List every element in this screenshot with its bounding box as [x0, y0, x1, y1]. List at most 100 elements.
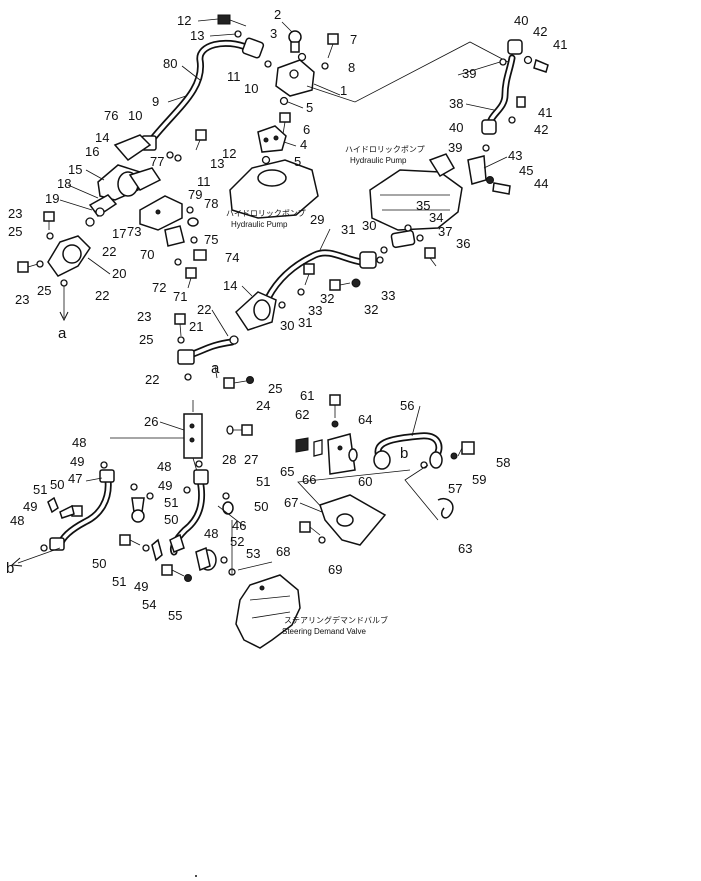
callout-50d: 50	[92, 556, 106, 571]
connector-b-right: b	[400, 445, 408, 462]
callout-41b: 41	[538, 105, 552, 120]
callout-13: 13	[190, 28, 204, 43]
callout-3: 3	[270, 26, 277, 41]
callout-61: 61	[300, 388, 314, 403]
callout-8: 8	[348, 60, 355, 75]
callout-60: 60	[358, 474, 372, 489]
callout-14b: 14	[223, 278, 237, 293]
callout-16: 16	[85, 144, 99, 159]
valve-label-en: Steering Demand Valve	[282, 627, 366, 636]
callout-38: 38	[449, 96, 463, 111]
block-26	[110, 400, 253, 479]
flange-4	[257, 96, 291, 165]
callout-25c: 25	[139, 332, 153, 347]
callout-64: 64	[358, 412, 372, 427]
callout-62: 62	[295, 407, 309, 422]
callout-4: 4	[300, 137, 307, 152]
callout-40: 40	[514, 13, 528, 28]
pipe-21	[174, 313, 254, 389]
callout-30b: 30	[280, 318, 294, 333]
callout-67: 67	[284, 495, 298, 510]
callout-11: 11	[227, 69, 241, 84]
valve-label-ja: ステアリングデマンドバルブ	[284, 615, 388, 625]
callout-35: 35	[416, 198, 430, 213]
callout-10: 10	[244, 81, 258, 96]
hydraulic-pump-mid	[229, 159, 319, 219]
callout-50b: 50	[164, 512, 178, 527]
callout-17: 17	[112, 226, 126, 241]
callout-22d: 22	[145, 372, 159, 387]
callout-51b: 51	[164, 495, 178, 510]
callout-51c: 51	[256, 474, 270, 489]
callout-48c: 48	[10, 513, 24, 528]
callout-49d: 49	[134, 579, 148, 594]
callout-51d: 51	[112, 574, 126, 589]
callout-25d: 25	[268, 381, 282, 396]
connector-a-left: a	[58, 325, 67, 342]
callout-68: 68	[276, 544, 290, 559]
callout-65: 65	[280, 464, 294, 479]
callout-51: 51	[33, 482, 47, 497]
callout-63: 63	[458, 541, 472, 556]
callout-41: 41	[553, 37, 567, 52]
bottom-fittings	[119, 520, 273, 582]
callout-77: 77	[150, 154, 164, 169]
callout-32b: 32	[364, 302, 378, 317]
callout-5b: 5	[294, 154, 301, 169]
callout-24: 24	[256, 398, 270, 413]
pump-top-label-ja: ハイドロリックポンプ	[345, 145, 425, 154]
pipe-38	[481, 39, 549, 152]
steering-demand-valve	[235, 574, 301, 649]
callout-48: 48	[72, 435, 86, 450]
block-1	[264, 30, 339, 97]
callout-29: 29	[310, 212, 324, 227]
callout-37: 37	[438, 224, 452, 239]
callout-7: 7	[350, 32, 357, 47]
callout-56: 56	[400, 398, 414, 413]
callout-42b: 42	[534, 122, 548, 137]
callout-12b: 12	[222, 146, 236, 161]
parts-artwork	[10, 14, 549, 877]
callout-71: 71	[173, 289, 187, 304]
callout-69: 69	[328, 562, 342, 577]
callout-11b: 11	[197, 174, 211, 189]
callout-46: 46	[232, 518, 246, 533]
callout-50c: 50	[254, 499, 268, 514]
flange-43	[467, 155, 511, 195]
callout-30: 30	[362, 218, 376, 233]
callout-5: 5	[306, 100, 313, 115]
callout-73: 73	[127, 224, 141, 239]
callout-14: 14	[95, 130, 109, 145]
callout-58: 58	[496, 455, 510, 470]
callout-79: 79	[188, 187, 202, 202]
callout-13b: 13	[210, 156, 224, 171]
callout-27: 27	[244, 452, 258, 467]
component-labels: ハイドロリックポンプ Hydraulic Pump ハイドロリックポンプ Hyd…	[226, 145, 425, 636]
callout-70: 70	[140, 247, 154, 262]
callout-49: 49	[70, 454, 84, 469]
callout-23c: 23	[137, 309, 151, 324]
callout-76: 76	[104, 108, 118, 123]
pump-mid-label-ja: ハイドロリックポンプ	[226, 209, 306, 218]
callout-34: 34	[429, 210, 443, 225]
callout-21: 21	[189, 319, 203, 334]
callout-49c: 49	[23, 499, 37, 514]
callout-48b: 48	[157, 459, 171, 474]
callout-6: 6	[303, 122, 310, 137]
callout-leader-lines	[59, 18, 508, 527]
callout-50: 50	[50, 477, 64, 492]
callout-15: 15	[68, 162, 82, 177]
hose-47	[10, 461, 115, 567]
callout-74: 74	[225, 250, 239, 265]
callout-43: 43	[508, 148, 522, 163]
callout-20: 20	[112, 266, 126, 281]
elbow-14	[235, 291, 286, 331]
callout-1: 1	[340, 83, 347, 98]
connector-a-mid: a	[211, 360, 220, 377]
callout-53: 53	[246, 546, 260, 561]
callout-33: 33	[381, 288, 395, 303]
callout-25b: 25	[37, 283, 51, 298]
pump-mid-label-en: Hydraulic Pump	[231, 220, 288, 229]
fitting-50	[130, 483, 154, 523]
